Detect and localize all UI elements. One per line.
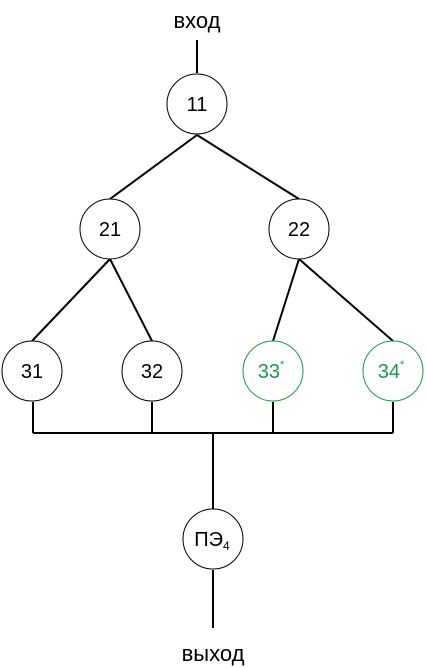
output-label: выход	[182, 641, 245, 666]
diagram-edges	[31, 40, 394, 628]
edge-22-34	[298, 258, 394, 342]
node-33: 33*	[242, 340, 304, 402]
node-11-circle	[166, 73, 228, 135]
node-31-circle	[1, 340, 63, 402]
node-33-label: 33*	[258, 359, 285, 383]
node-22-label: 22	[288, 219, 310, 241]
node-34-circle	[362, 340, 424, 402]
node-21-circle	[79, 198, 141, 260]
edge-11-21	[109, 134, 198, 200]
node-31: 31	[1, 340, 63, 402]
node-34-label: 34*	[378, 359, 405, 383]
node-21-label: 21	[99, 219, 121, 241]
node-34: 34*	[362, 340, 424, 402]
node-22: 22	[268, 198, 330, 260]
node-11: 11	[166, 73, 228, 135]
node-32-label: 32	[141, 361, 163, 383]
node-33-circle	[242, 340, 304, 402]
edge-11-22	[196, 134, 300, 200]
node-32: 32	[121, 340, 183, 402]
node-pe4: ПЭ4	[182, 508, 244, 570]
node-21: 21	[79, 198, 141, 260]
edge-21-32	[109, 258, 153, 342]
node-11-label: 11	[187, 94, 208, 116]
input-label: вход	[173, 8, 220, 33]
node-pe4-label: ПЭ4	[194, 529, 230, 553]
edge-22-33	[272, 258, 300, 342]
node-22-circle	[268, 198, 330, 260]
edge-21-31	[31, 258, 111, 342]
node-31-label: 31	[21, 361, 43, 383]
node-32-circle	[121, 340, 183, 402]
node-pe4-circle	[182, 508, 244, 570]
